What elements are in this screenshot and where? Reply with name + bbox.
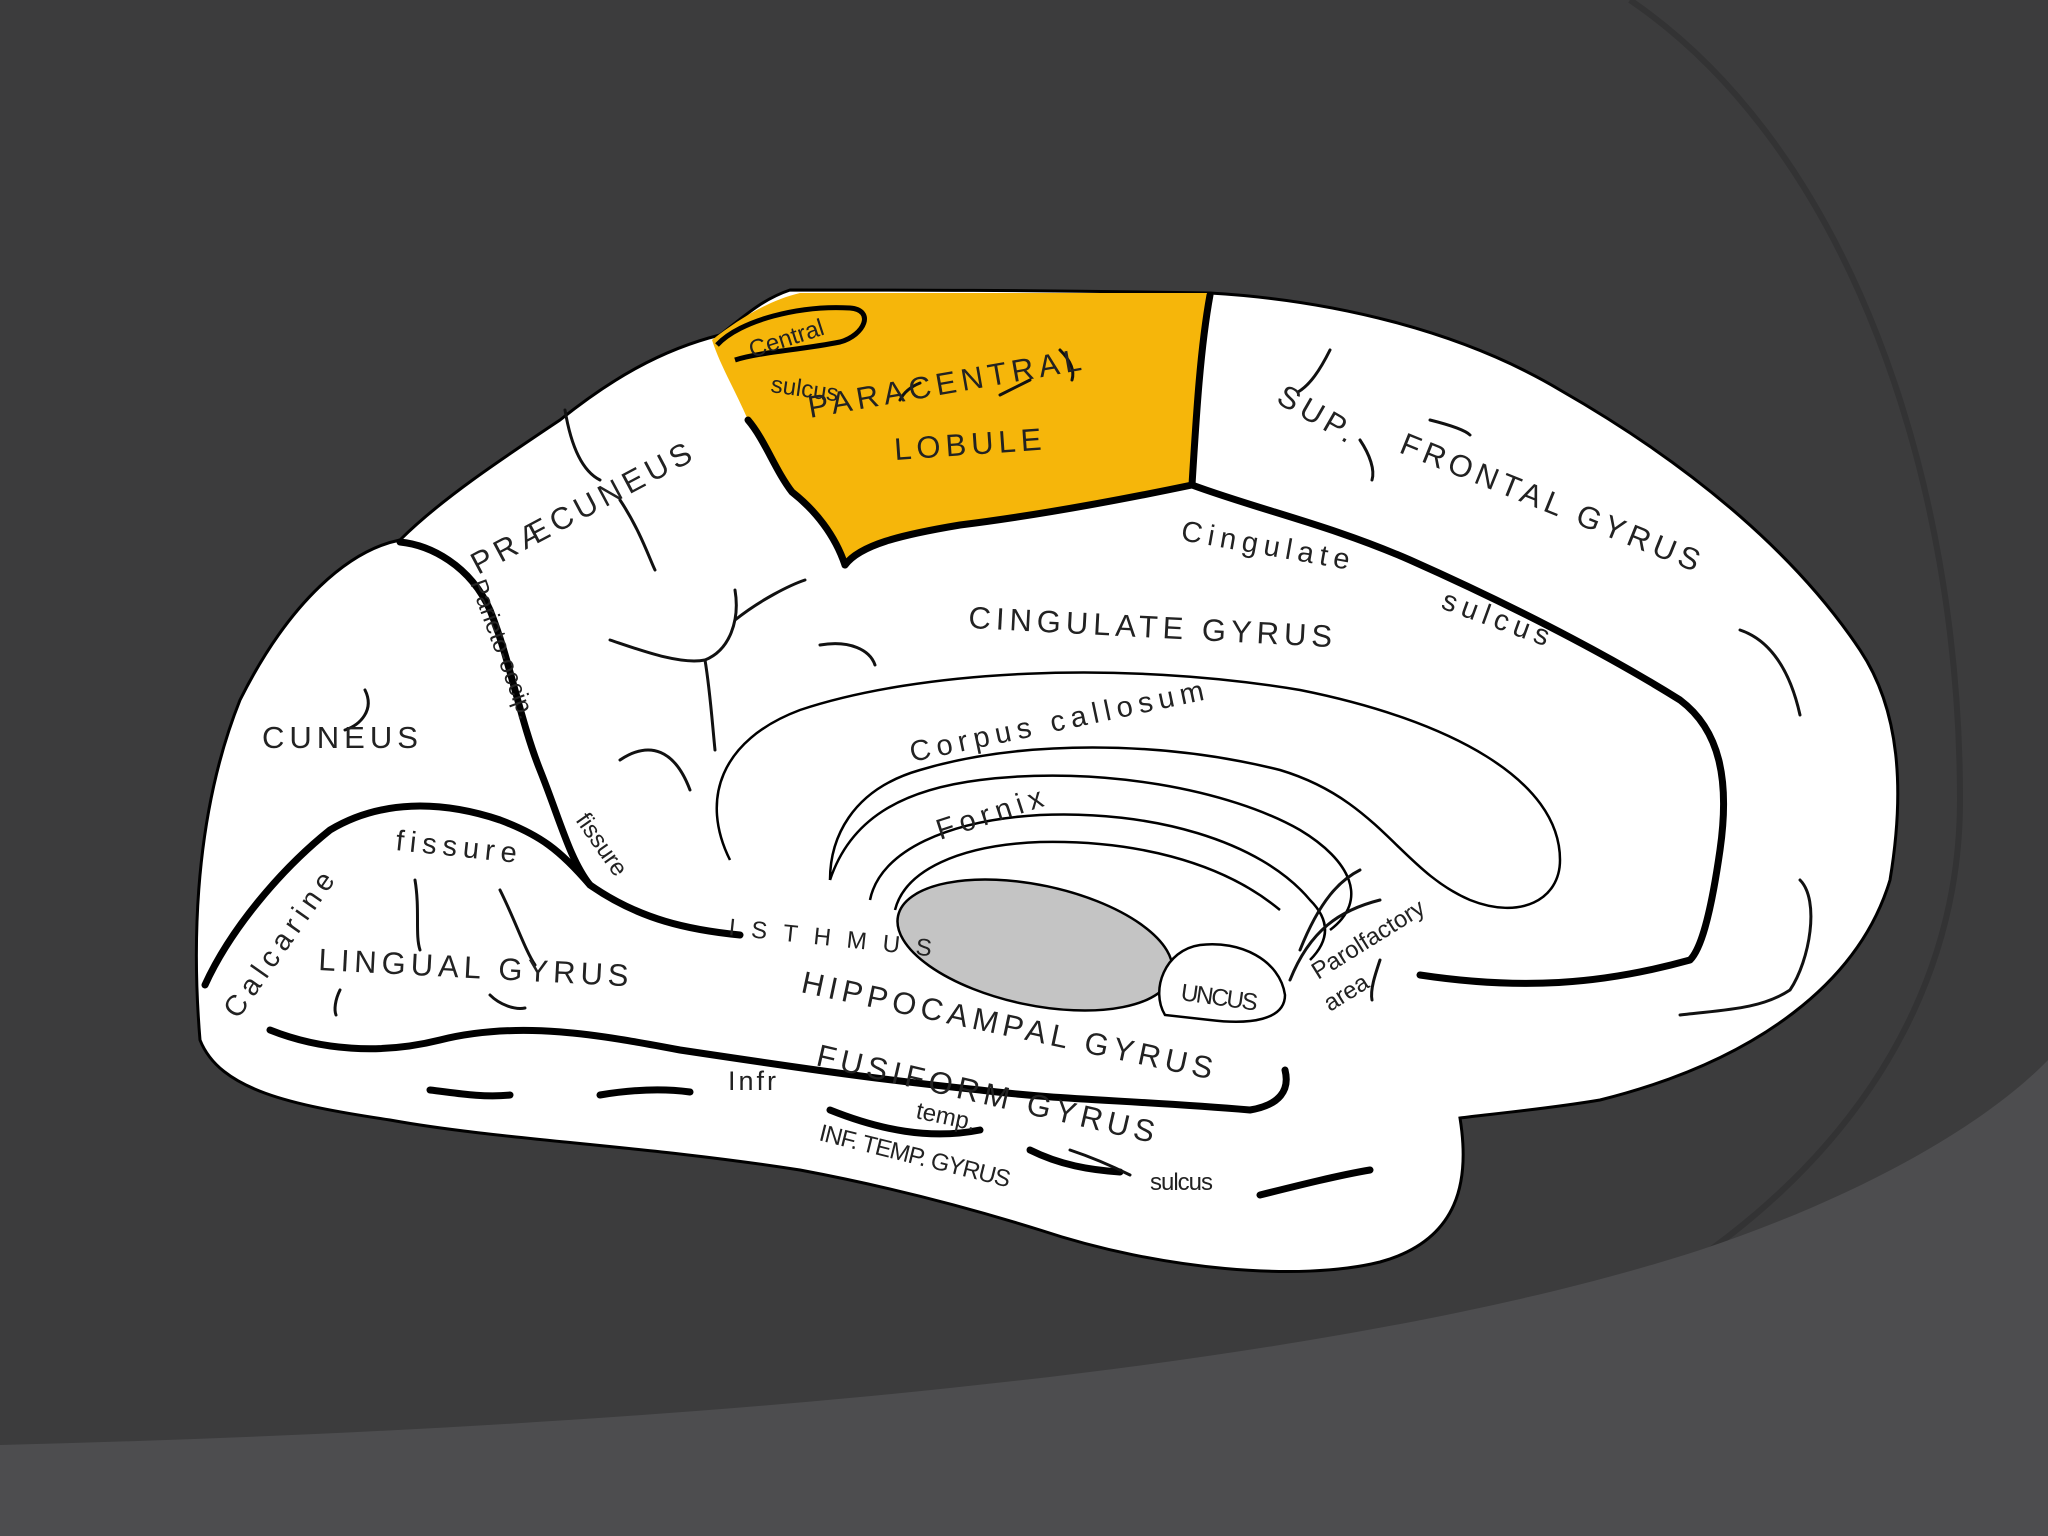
minor-sulcus (563, 408, 602, 482)
inferior-temporal-sulcus-2 (1026, 1146, 1124, 1176)
minor-sulcus (1738, 628, 1802, 717)
paracentral-inferior-border (841, 481, 1196, 569)
corpus-callosum-outer (715, 671, 1562, 910)
paracentral-posterior-border (744, 416, 849, 569)
minor-sulcus (498, 888, 537, 967)
fornix-inner (893, 840, 1281, 911)
minor-sulcus (1058, 348, 1075, 382)
collateral-sulcus (266, 1026, 1290, 1114)
minor-sulcus (488, 993, 527, 1010)
fornix-arc (868, 813, 1327, 961)
brain-outline (194, 288, 1900, 1273)
cingulate-sulcus (1188, 481, 1728, 987)
parieto-occipital-fissure (396, 538, 594, 889)
minor-sulcus (413, 878, 422, 952)
inferior-occipital-dashes-2 (596, 1086, 694, 1099)
minor-sulcus (343, 688, 370, 732)
minor-sulcus (1370, 958, 1382, 1002)
minor-sulcus (1678, 878, 1813, 1017)
minor-sulcus (618, 498, 657, 572)
minor-sulcus (818, 642, 877, 667)
minor-sulcus (1288, 898, 1382, 982)
background-band (0, 1060, 2048, 1536)
minor-sulcus (1428, 418, 1472, 437)
inferior-temporal-sulcus (826, 1106, 984, 1138)
paracentral-anterior-border (1188, 291, 1214, 489)
minor-sulcus (333, 988, 342, 1017)
paracentral-lobule-region (712, 293, 1210, 565)
central-sulcus-loop (715, 305, 867, 363)
minor-sulcus (998, 378, 1032, 397)
minor-sulcus (618, 748, 692, 792)
label-sulcus-bottom: sulcus (1150, 1169, 1213, 1196)
calcarine-fissure (201, 802, 744, 989)
label-infr: Infr (728, 1066, 779, 1096)
minor-sulcus (733, 578, 807, 622)
minor-sulcus (1296, 348, 1332, 394)
corpus-callosum-inner (828, 774, 1353, 931)
uncus-shape (1157, 942, 1287, 1023)
inferior-occipital-dashes (426, 1086, 514, 1100)
bottom-sulcus (1256, 1166, 1374, 1199)
label-cuneus: CUNEUS (262, 720, 423, 755)
minor-sulcus (1358, 438, 1375, 482)
minor-sulcus (898, 381, 922, 402)
minor-sulcus (703, 658, 717, 752)
minor-sulcus (1068, 1148, 1132, 1177)
minor-sulcus (1298, 868, 1362, 952)
